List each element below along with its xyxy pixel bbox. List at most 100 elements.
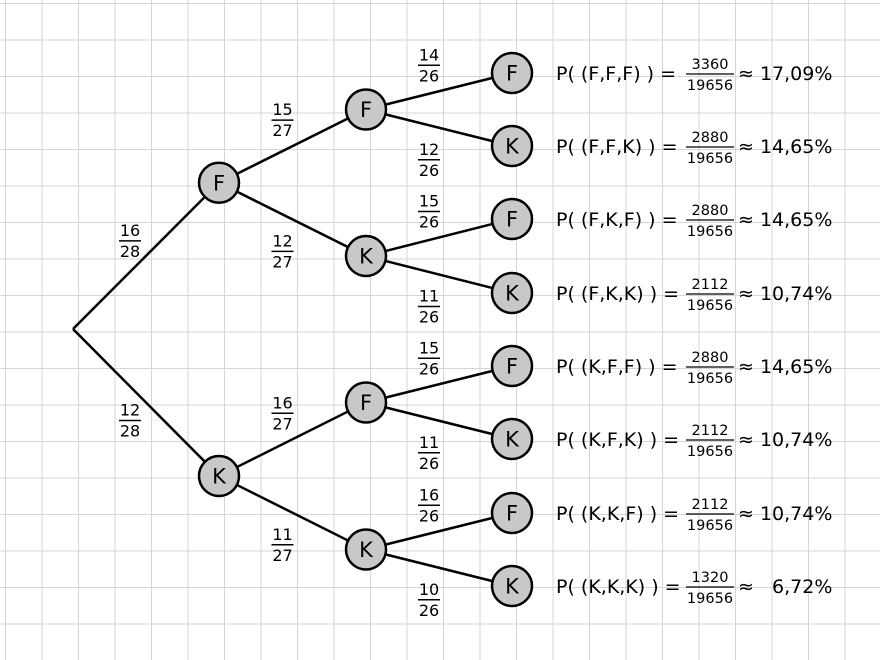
outcome-denominator: 19656 (687, 151, 733, 167)
branch-probability-denominator: 27 (272, 121, 292, 140)
outcome-denominator: 19656 (687, 591, 733, 607)
branch-probability-denominator: 26 (419, 66, 439, 85)
outcome-path: P( (F,K,K) ) = (556, 283, 679, 305)
branch-probability-denominator: 27 (272, 546, 292, 565)
outcome-path: P( (F,K,F) ) = (556, 209, 678, 231)
branch-probability-denominator: 26 (419, 601, 439, 620)
node-circle (490, 344, 534, 388)
branch-edge (385, 553, 493, 583)
outcome-approx-percent: ≈ 17,09% (738, 63, 832, 85)
branch-probability-denominator: 27 (272, 414, 292, 433)
branch-probability-numerator: 11 (272, 525, 292, 544)
node-label: F (506, 208, 518, 232)
outcome-path: P( (K,F,F) ) = (556, 356, 678, 378)
tree-node-k: K (344, 234, 388, 278)
node-circle (490, 417, 534, 461)
outcome-probability: P( (F,K,K) ) = 2112 19656 ≈ 10,74% (556, 277, 832, 314)
branch-probability-numerator: 10 (419, 580, 439, 599)
outcome-numerator: 2880 (692, 130, 729, 146)
outcome-denominator: 19656 (687, 518, 733, 534)
outcome-denominator: 19656 (687, 224, 733, 240)
branch-probability-denominator: 26 (419, 308, 439, 327)
tree-node-k: K (490, 564, 534, 608)
node-circle (490, 124, 534, 168)
outcome-probability: P( (K,F,F) ) = 2880 19656 ≈ 14,65% (556, 350, 832, 387)
tree-node-f: F (490, 344, 534, 388)
branch-edge (385, 516, 493, 546)
branch-probability-numerator: 11 (419, 433, 439, 452)
tree-node-f: F (344, 381, 388, 424)
branch-probability-numerator: 16 (419, 485, 439, 504)
tree-node-f: F (490, 197, 534, 241)
branch-probability-denominator: 26 (419, 506, 439, 525)
outcome-approx-percent: ≈ 14,65% (738, 136, 832, 158)
node-circle (344, 234, 388, 278)
outcome-numerator: 2880 (692, 350, 729, 366)
node-label: K (359, 538, 374, 562)
outcome-numerator: 3360 (692, 57, 729, 73)
branch-probability-numerator: 12 (419, 140, 439, 159)
outcome-path: P( (K,F,K) ) = (556, 429, 679, 451)
outcome-numerator: 2112 (692, 277, 729, 293)
outcome-approx-percent: ≈ 6,72% (738, 576, 832, 598)
node-circle (197, 454, 241, 498)
node-label: F (506, 502, 518, 526)
outcome-denominator: 19656 (687, 371, 733, 387)
outcome-numerator: 2112 (692, 423, 729, 439)
node-circle (197, 161, 241, 204)
outcome-denominator: 19656 (687, 78, 733, 94)
tree-node-f: F (490, 491, 534, 535)
outcome-path: P( (F,F,F) ) = (556, 63, 676, 85)
node-label: F (360, 391, 372, 415)
branch-edge (385, 76, 493, 106)
node-label: K (505, 135, 520, 159)
branch-edge (385, 113, 493, 143)
tree-node-k: K (490, 271, 534, 315)
branch-probability-numerator: 15 (419, 192, 439, 211)
tree-node-k: K (197, 454, 241, 498)
branch-edge (72, 328, 206, 463)
branch-probability-numerator: 14 (419, 45, 439, 64)
tree-node-f: F (197, 161, 241, 204)
node-label: K (505, 428, 520, 452)
outcome-denominator: 19656 (687, 298, 733, 314)
node-circle (490, 491, 534, 535)
branch-probability-numerator: 11 (419, 287, 439, 306)
node-circle (490, 51, 534, 95)
outcome-numerator: 2880 (692, 203, 729, 219)
outcome-approx-percent: ≈ 14,65% (738, 356, 832, 378)
node-label: F (360, 98, 372, 122)
outcome-numerator: 2112 (692, 497, 729, 513)
branch-edge (385, 259, 493, 290)
branch-probability-denominator: 28 (120, 422, 140, 441)
branch-edge (236, 410, 349, 469)
outcome-approx-percent: ≈ 10,74% (738, 283, 832, 305)
branch-edge (385, 406, 493, 436)
branch-probability-numerator: 15 (419, 338, 439, 357)
branch-edge (236, 117, 349, 175)
branch-edge (236, 483, 349, 542)
tree-node-k: K (490, 124, 534, 168)
node-circle (490, 564, 534, 608)
outcome-approx-percent: ≈ 14,65% (738, 209, 832, 231)
node-label: F (213, 171, 225, 195)
node-label: F (506, 355, 518, 379)
branch-edge (236, 190, 349, 249)
branch-edge (72, 196, 206, 330)
outcome-probability: P( (F,F,F) ) = 3360 19656 ≈ 17,09% (556, 57, 832, 94)
branch-probability-denominator: 27 (272, 252, 292, 271)
